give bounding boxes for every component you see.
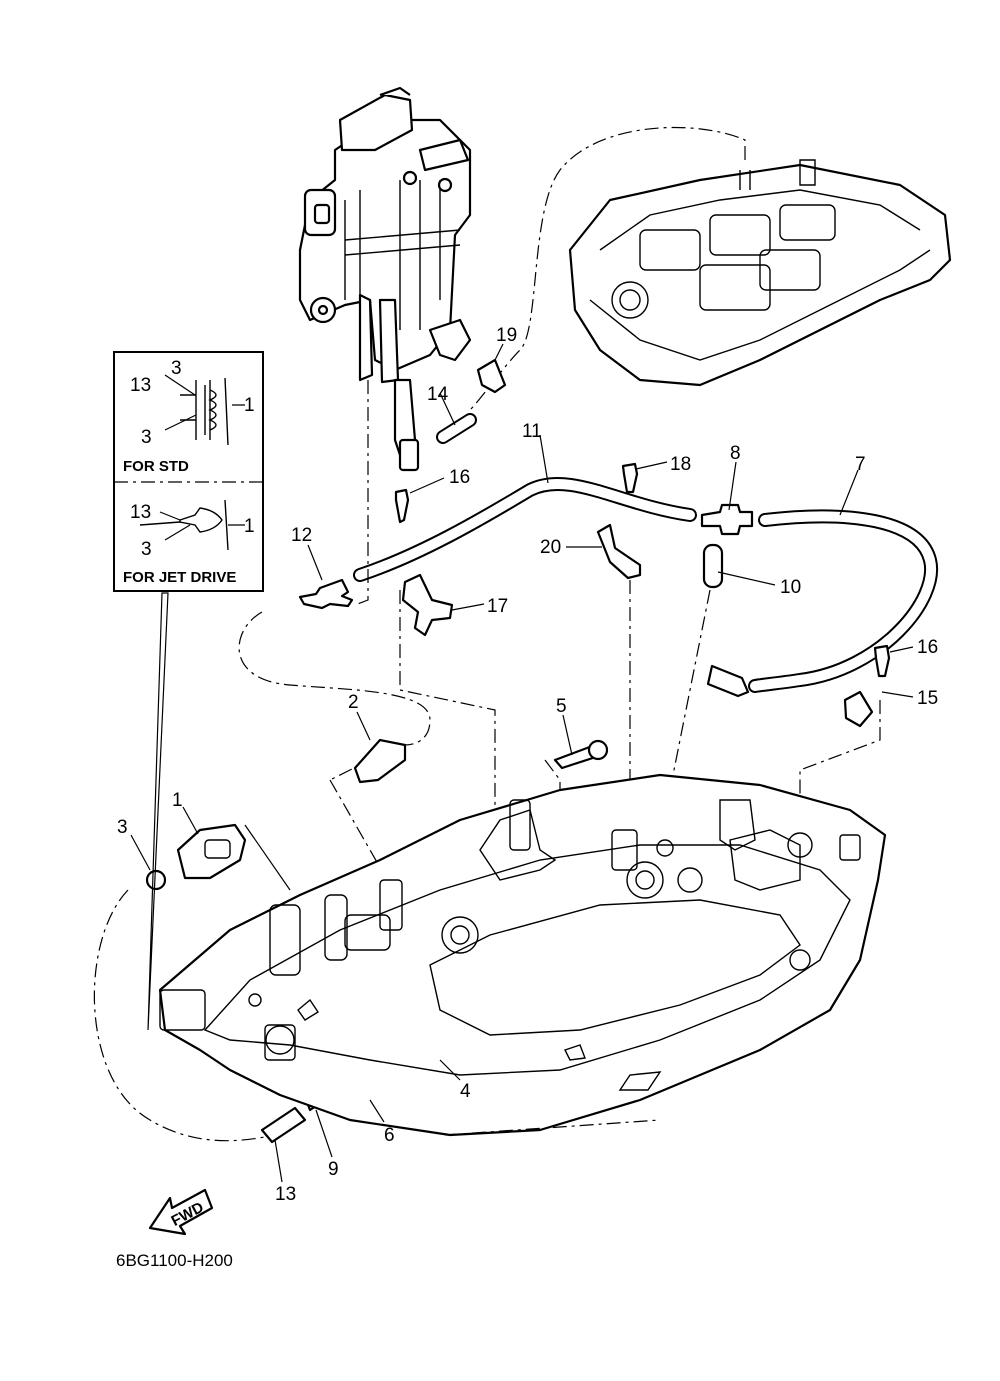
hose-routing — [93, 126, 939, 1142]
callout-8: 8 — [730, 443, 741, 464]
inset-box — [113, 351, 264, 592]
callout-1: 1 — [172, 790, 183, 811]
callout-7: 7 — [855, 454, 866, 475]
bottom-cowling-upper-plate — [568, 159, 952, 387]
inset-jet-label-13: 13 — [130, 502, 151, 523]
inset-std-label-3a: 3 — [171, 358, 182, 379]
inset-std-title: FOR STD — [123, 458, 189, 475]
callout-3: 3 — [117, 817, 128, 838]
leader-lines — [130, 343, 914, 1183]
callout-labels: 19 14 11 16 18 8 7 20 10 12 17 16 15 5 2… — [116, 325, 938, 1270]
diagram-code: 6BG1100-H200 — [116, 1251, 233, 1270]
inset-std-label-13: 13 — [130, 375, 151, 396]
callout-16-upper: 16 — [449, 467, 470, 488]
callout-18: 18 — [670, 454, 691, 475]
callout-6: 6 — [384, 1125, 395, 1146]
bottom-cowling — [158, 773, 887, 1137]
inset-std-label-3b: 3 — [141, 427, 152, 448]
callout-12: 12 — [291, 525, 312, 546]
callout-15: 15 — [917, 688, 938, 709]
inset-jet-label-3: 3 — [141, 539, 152, 560]
callout-5: 5 — [556, 696, 567, 717]
callout-2: 2 — [348, 692, 359, 713]
callout-10: 10 — [780, 577, 801, 598]
fwd-arrow — [148, 1188, 214, 1236]
callout-11: 11 — [522, 421, 542, 442]
callout-14: 14 — [427, 384, 449, 405]
callout-20: 20 — [540, 537, 561, 558]
callout-13: 13 — [275, 1184, 296, 1205]
callout-4: 4 — [460, 1081, 471, 1102]
inset-std-label-1: 1 — [244, 395, 255, 416]
callout-17: 17 — [487, 596, 508, 617]
inset-jet-title: FOR JET DRIVE — [123, 569, 236, 586]
engine-assembly — [298, 86, 472, 472]
inset-jet-label-1: 1 — [244, 516, 255, 537]
callout-19: 19 — [496, 325, 517, 346]
callout-9: 9 — [328, 1159, 339, 1180]
callout-16-lower: 16 — [917, 637, 938, 658]
